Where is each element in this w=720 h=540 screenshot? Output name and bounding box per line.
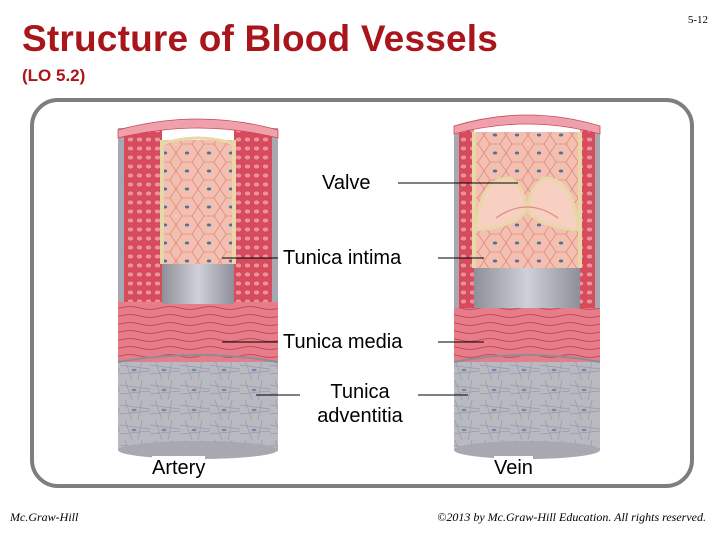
learning-objective: (LO 5.2)	[22, 66, 86, 85]
copyright-footer: ©2013 by Mc.Graw-Hill Education. All rig…	[437, 510, 706, 524]
artery-label: Artery	[152, 456, 206, 480]
slide-title: Structure of Blood Vessels	[22, 18, 499, 59]
valve-label: Valve	[322, 171, 371, 195]
vein-label: Vein	[494, 456, 533, 480]
slide-number: 5-12	[687, 14, 708, 26]
tunica-media-label: Tunica media	[283, 330, 403, 354]
vein-illustration	[453, 114, 601, 459]
tunica-intima-label: Tunica intima	[283, 246, 402, 270]
artery-illustration	[117, 118, 279, 459]
tunica-adventitia-label-line2: adventitia	[317, 405, 403, 427]
tunica-adventitia-label-line1: Tunica	[330, 381, 390, 403]
tunica-adventitia-label: Tunica adventitia	[306, 380, 414, 428]
publisher-footer: Mc.Graw-Hill	[10, 510, 79, 524]
leader-lines	[222, 182, 518, 396]
